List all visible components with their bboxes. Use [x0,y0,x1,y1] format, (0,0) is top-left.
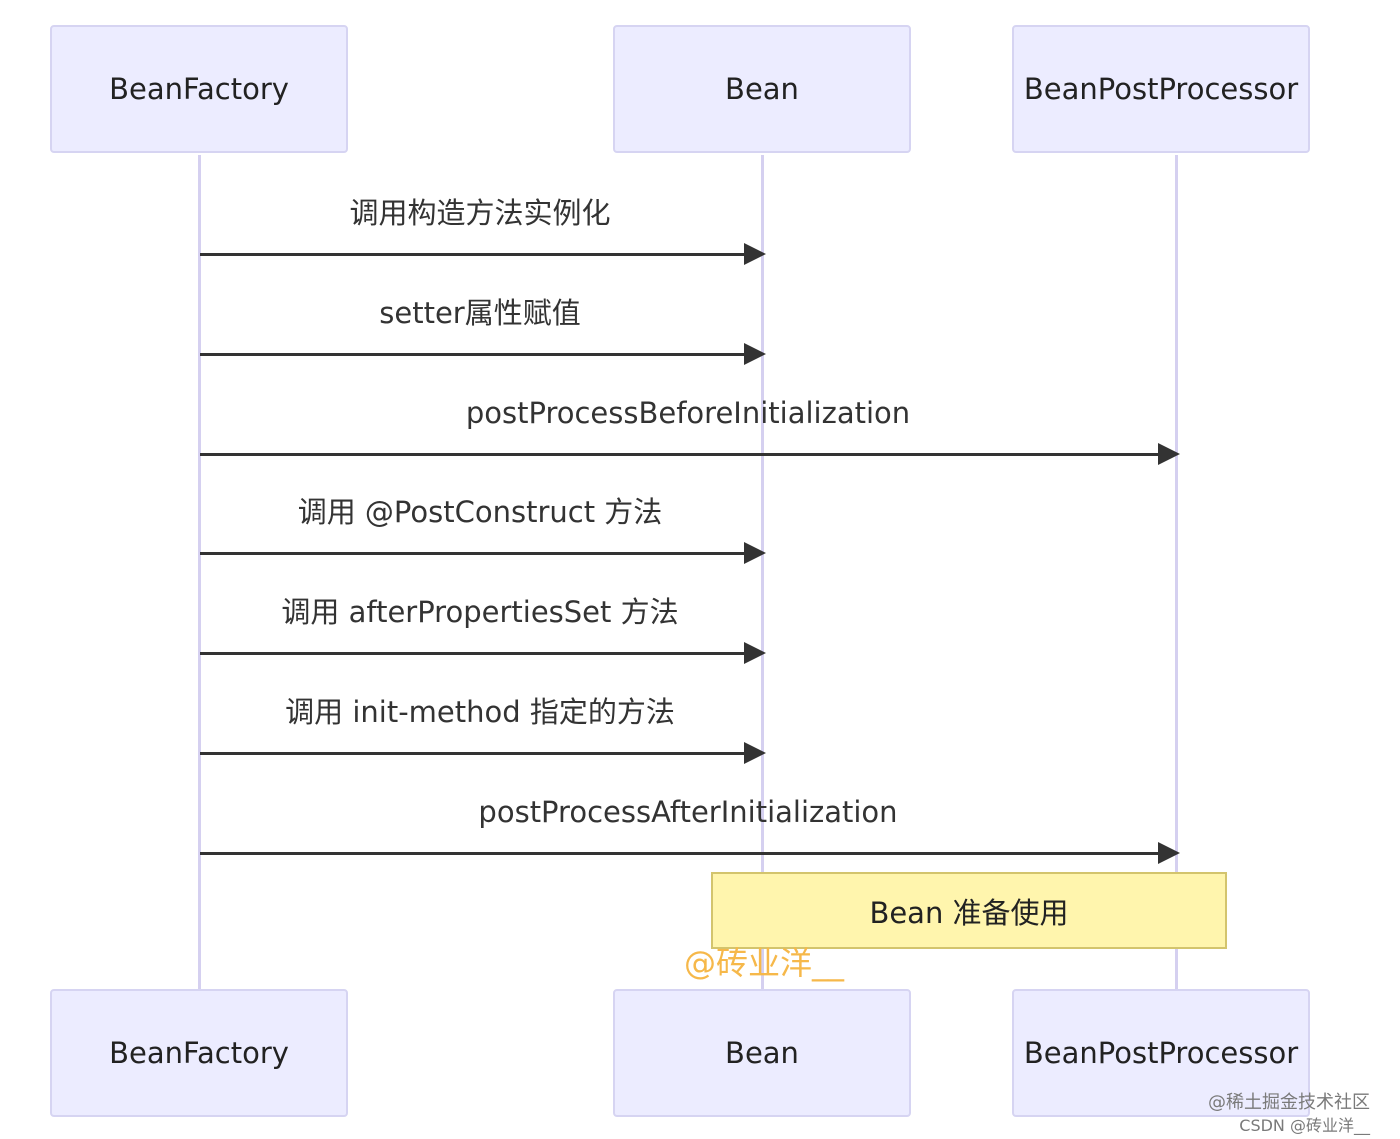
message-label-after-init: postProcessAfterInitialization [478,795,898,829]
actor-beanpostprocessor-bottom: BeanPostProcessor [1012,989,1310,1117]
message-label-postconstruct: 调用 @PostConstruct 方法 [297,495,663,529]
actor-bean-bottom: Bean [613,989,911,1117]
lifeline-beanfactory [198,155,201,990]
arrow-head-icon [744,542,766,564]
arrow-head-icon [744,343,766,365]
message-arrow-constructor [200,243,766,265]
message-arrow-before-init [200,443,1180,465]
arrow-head-icon [1158,842,1180,864]
message-label-setter: setter属性赋值 [379,296,581,330]
csdn-watermark: CSDN @砖业洋__ [1239,1116,1370,1135]
site-watermark: @稀土掘金技术社区 [1208,1092,1370,1113]
actor-beanfactory-bottom: BeanFactory [50,989,348,1117]
message-arrow-postconstruct [200,542,766,564]
author-watermark: @砖业洋__ [684,944,845,982]
message-label-before-init: postProcessBeforeInitialization [465,396,911,430]
actor-beanpostprocessor-top: BeanPostProcessor [1012,25,1310,153]
message-arrow-after-init [200,842,1180,864]
actor-bean-top: Bean [613,25,911,153]
actor-beanfactory-top: BeanFactory [50,25,348,153]
arrow-head-icon [1158,443,1180,465]
message-arrow-init-method [200,742,766,764]
lifeline-bean [761,155,764,990]
arrow-head-icon [744,742,766,764]
message-arrow-setter [200,343,766,365]
message-arrow-afterpropertiesset [200,642,766,664]
message-label-constructor: 调用构造方法实例化 [349,196,611,230]
message-label-afterpropertiesset: 调用 afterPropertiesSet 方法 [281,595,679,629]
arrow-head-icon [744,243,766,265]
message-label-init-method: 调用 init-method 指定的方法 [285,695,675,729]
note-bean-ready: Bean 准备使用 [711,872,1227,949]
arrow-head-icon [744,642,766,664]
lifeline-beanpostprocessor [1175,155,1178,990]
